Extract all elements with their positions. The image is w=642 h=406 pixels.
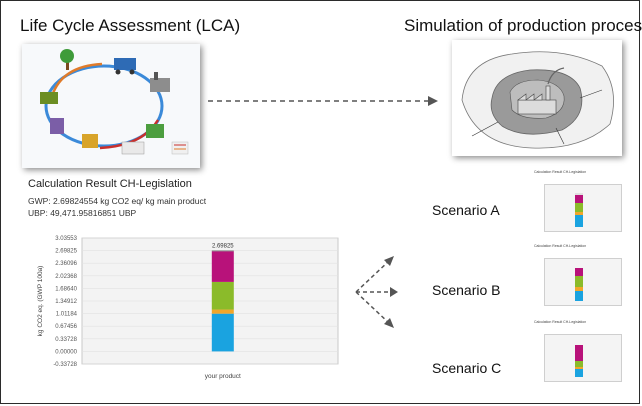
- bar-segment: [211, 313, 234, 352]
- y-tick-label: 3.03553: [55, 236, 77, 242]
- thumbnail-plot: [544, 258, 622, 306]
- thumbnail-plot: [544, 184, 622, 232]
- bar-segment: [575, 203, 583, 212]
- bar-segment: [211, 281, 234, 310]
- thumbnail-bar: [575, 193, 583, 227]
- ubp-result: UBP: 49,471.95816851 UBP: [28, 208, 137, 218]
- bar-segment: [575, 345, 583, 361]
- gwp-bar-chart: 3.03553 2.69825 2.36096 2.02368 1.68640 1.349…: [28, 226, 346, 386]
- bar-segment: [575, 215, 583, 227]
- y-tick-label: 0.33728: [55, 337, 77, 343]
- flow-arrow: [208, 96, 438, 106]
- y-tick-label: 0.67456: [55, 324, 77, 330]
- tree-icon: [60, 49, 74, 70]
- thumbnail-bar: [575, 345, 583, 377]
- scenario-a-thumbnail: Calculation Result CH-Legislation: [530, 170, 626, 238]
- y-tick-label: 2.02368: [55, 274, 77, 280]
- y-tick-label: 0.00000: [55, 349, 77, 355]
- gwp-chart-svg: 3.03553 2.69825 2.36096 2.02368 1.68640 1.349…: [37, 236, 339, 380]
- y-tick-label: -0.33728: [53, 362, 77, 368]
- thumbnail-title: Calculation Result CH-Legislation: [534, 244, 587, 248]
- scenario-c-thumbnail: Calculation Result CH-Legislation: [530, 320, 626, 388]
- thumbnail-bar: [575, 268, 583, 301]
- bar-segment: [575, 195, 583, 203]
- scenario-b-thumbnail: Calculation Result CH-Legislation: [530, 244, 626, 312]
- thumbnail-title: Calculation Result CH-Legislation: [534, 320, 587, 324]
- bar-segment: [211, 251, 234, 282]
- y-tick-label: 2.36096: [55, 261, 77, 267]
- bar-segment: [575, 361, 583, 367]
- bar-segment: [575, 291, 583, 301]
- scenario-c-label: Scenario C: [432, 360, 502, 376]
- bar-segment: [211, 309, 234, 314]
- production-system-drawing: [452, 40, 622, 156]
- bar-segment: [575, 212, 583, 215]
- scenario-a-label: Scenario A: [432, 202, 500, 218]
- bar-segment: [211, 250, 234, 252]
- production-system-illustration: [452, 40, 622, 156]
- bar-segment: [575, 276, 583, 287]
- simulation-heading: Simulation of production processes: [404, 16, 642, 35]
- lca-cycle-drawing: [22, 44, 200, 168]
- bar-segment: [575, 268, 583, 276]
- branch-arrows: [355, 256, 398, 328]
- bar-segment: [575, 367, 583, 369]
- y-tick-label: 1.34912: [55, 299, 77, 305]
- calculation-title: Calculation Result CH-Legislation: [28, 178, 192, 190]
- y-tick-label: 1.68640: [55, 286, 77, 292]
- gwp-result: GWP: 2.69824554 kg CO2 eq/ kg main produ…: [28, 196, 207, 206]
- y-axis-label: kg CO2 eq. (GWP 100a): [37, 266, 44, 337]
- thumbnail-plot: [544, 334, 622, 382]
- scenario-b-label: Scenario B: [432, 282, 501, 298]
- lca-cycle-illustration: [22, 44, 200, 168]
- thumbnail-title: Calculation Result CH-Legislation: [534, 170, 587, 174]
- bar-segment: [575, 193, 583, 195]
- bar-segment: [575, 287, 583, 291]
- lca-heading: Life Cycle Assessment (LCA): [20, 16, 241, 35]
- bar-total-label: 2.69825: [212, 244, 234, 250]
- y-tick-label: 1.01184: [56, 312, 78, 318]
- x-category-label: your product: [205, 373, 241, 380]
- y-tick-label: 2.69825: [55, 249, 77, 255]
- bar-segment: [575, 369, 583, 377]
